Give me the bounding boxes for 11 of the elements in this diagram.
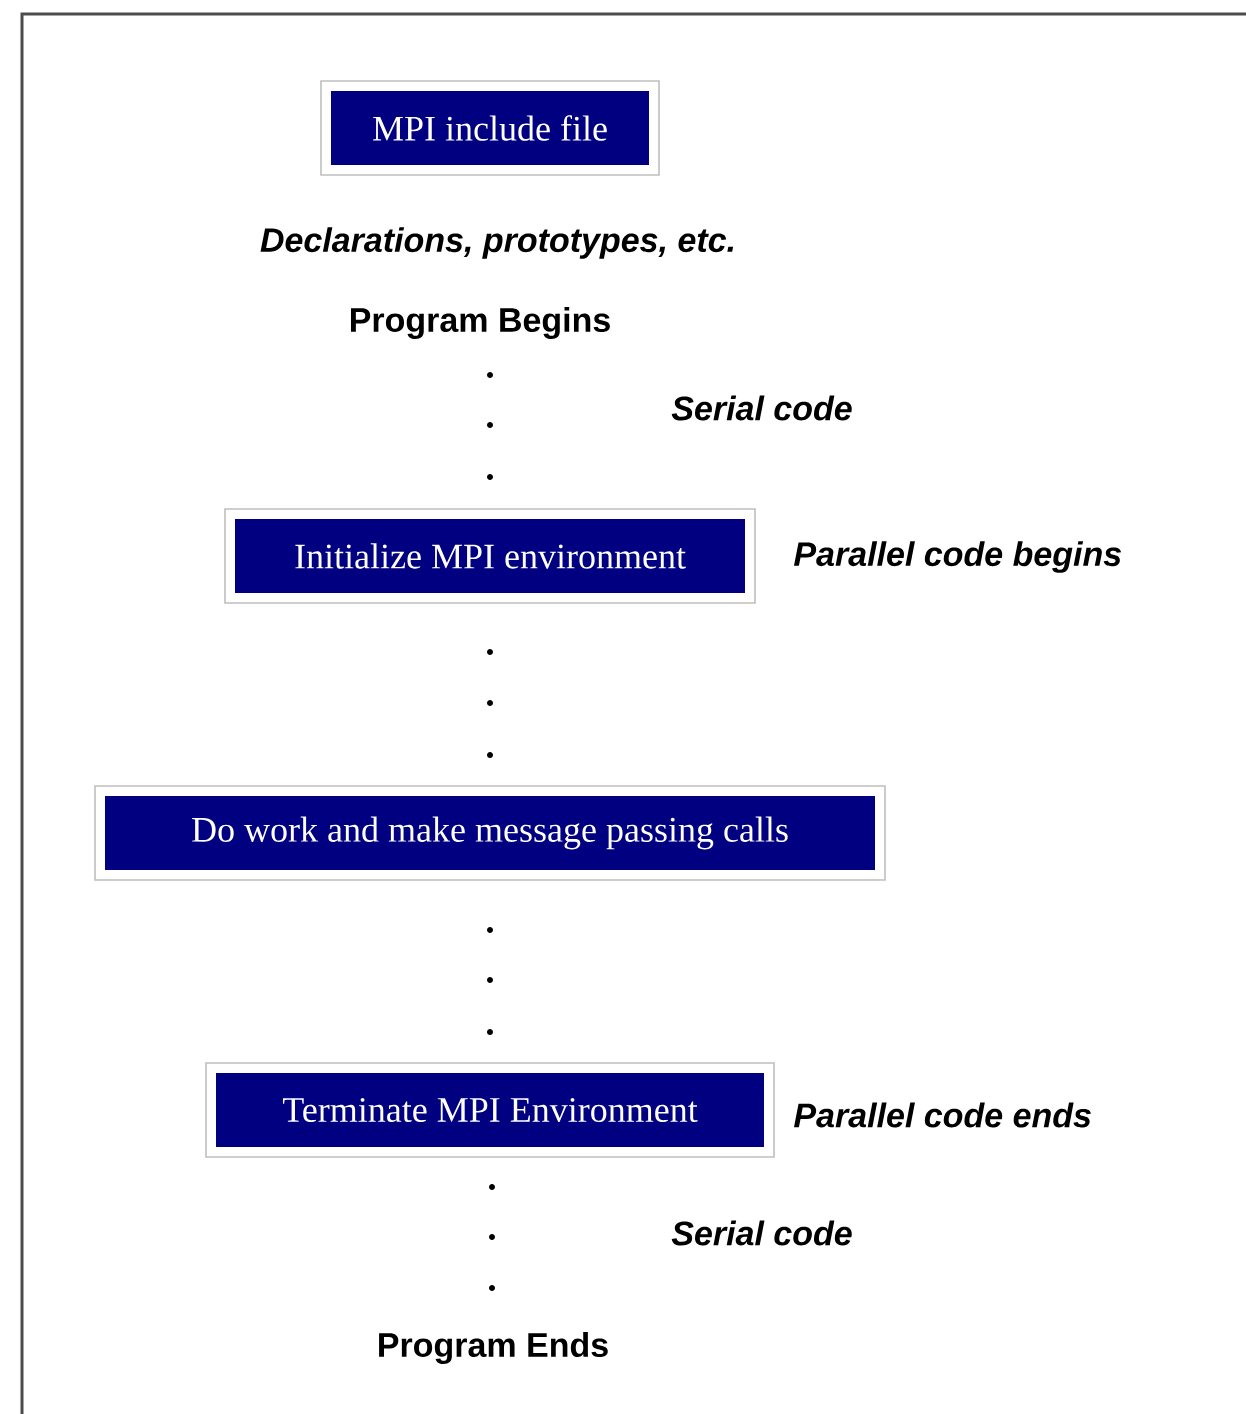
process-box: Initialize MPI environment	[224, 508, 756, 604]
label: Program Ends	[379, 1332, 608, 1364]
label: Serial code	[671, 1220, 852, 1246]
process-box: MPI include file	[320, 80, 660, 176]
annotation: Parallel code begins	[794, 541, 1122, 573]
label: Serial code	[671, 395, 852, 421]
process-box: Terminate MPI Environment	[205, 1062, 775, 1158]
process-box: Do work and make message passing calls	[94, 785, 886, 881]
label: Declarations, prototypes, etc.	[260, 227, 734, 259]
label: Program Begins	[351, 307, 610, 339]
annotation: Parallel code ends	[794, 1102, 1091, 1128]
